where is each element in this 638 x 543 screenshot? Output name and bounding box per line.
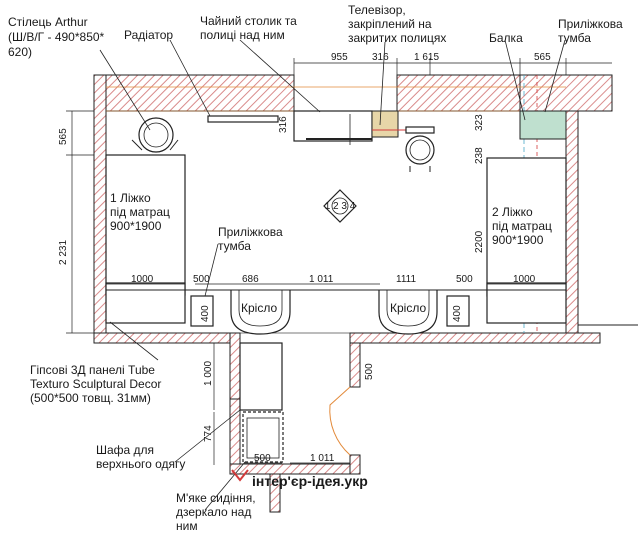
bedside-table-right (446, 295, 470, 327)
wall-bottom-left (93, 332, 241, 344)
compass-numbers: 1 2 3 4 (325, 201, 356, 212)
label-wardrobe-2: верхнього одягу (96, 457, 185, 471)
wall-corridor-inner (229, 398, 241, 472)
dim-500-right: 500 (456, 274, 473, 285)
label-armchair-right: Крісло (390, 301, 426, 315)
label-seat-3: ним (176, 519, 198, 533)
dim-500-left: 500 (193, 274, 210, 285)
chair-arthur-left (131, 117, 179, 153)
bed-2-headboard (486, 282, 567, 324)
label-wardrobe-1: Шафа для (96, 443, 154, 457)
radiator (207, 115, 279, 123)
label-radiator: Радіатор (124, 28, 173, 42)
wall-corridor-right (349, 342, 361, 388)
wall-top-mid (396, 74, 521, 112)
compass-icon: 1 2 3 4 (323, 189, 357, 223)
wall-corridor-left (229, 332, 241, 400)
label-armchair-left: Крісло (241, 301, 277, 315)
leader-lines (99, 39, 566, 511)
label-bed1-1: 1 Ліжко (110, 191, 151, 205)
bed-1 (105, 154, 186, 296)
label-tv-1: Телевізор, (348, 3, 406, 17)
wall-bottom-right (349, 332, 601, 344)
dim-316-v: 316 (278, 116, 289, 133)
dim-bed1-1000: 1000 (131, 274, 154, 285)
wardrobe (239, 342, 283, 411)
dim-bed2-1000: 1000 (513, 274, 536, 285)
label-tea-2: полиці над ним (200, 28, 285, 42)
dim-1000-corr: 1 000 (203, 361, 214, 386)
watermark-text: інтер'єр-ідея.укр (252, 473, 368, 489)
label-chair-2: (Ш/В/Г - 490*850* (8, 30, 105, 44)
bed-1-headboard (105, 282, 186, 324)
dim-955: 955 (331, 52, 348, 63)
label-seat-2: дзеркало над (176, 505, 251, 519)
label-bed1-3: 900*1900 (110, 219, 162, 233)
label-tea-1: Чайний столик та (200, 14, 297, 28)
dim-400-right: 400 (452, 305, 463, 322)
dim-774: 774 (203, 425, 214, 442)
dim-316-top: 316 (372, 52, 389, 63)
label-panels-1: Гіпсові 3Д панелі Tube (30, 363, 155, 377)
bedside-table-right-top (519, 110, 567, 140)
label-chair: Стілець Arthur (8, 15, 88, 29)
dim-400-left: 400 (200, 305, 211, 322)
tv-stand (371, 110, 399, 138)
label-seat-1: М'яке сидіння, (176, 491, 256, 505)
wall-top-right (519, 74, 613, 112)
armchair-right (378, 290, 438, 335)
wall-corridor-stub (349, 454, 361, 475)
wall-top-left (93, 74, 295, 112)
dim-1011-mid: 1 011 (309, 274, 334, 285)
entry-door-swing (329, 386, 351, 456)
watermark: інтер'єр-ідея.укр (231, 469, 368, 489)
dim-565-left: 565 (58, 128, 69, 145)
label-beam: Балка (489, 31, 523, 45)
label-tv-2: закріплений на (348, 17, 432, 31)
armchair-left (230, 290, 291, 335)
label-bedside-center-2: тумба (218, 239, 251, 253)
label-tv-3: закритих полицях (348, 31, 446, 45)
label-bed2-2: під матрац (492, 219, 552, 233)
wall-right (565, 110, 579, 334)
chair-arthur-right (405, 126, 435, 172)
dim-686: 686 (242, 274, 259, 285)
dim-1615: 1 615 (414, 52, 439, 63)
label-panels-2: Texturo Sculptural Decor (30, 377, 161, 391)
dim-238-v: 238 (474, 147, 485, 164)
dim-2200-v: 2200 (474, 230, 485, 253)
tea-table (293, 110, 373, 142)
wall-left (93, 74, 107, 334)
label-bedside-center-1: Приліжкова (218, 225, 283, 239)
label-panels-3: (500*500 товщ. 31мм) (30, 391, 151, 405)
bedside-table-left (190, 295, 214, 327)
label-bed1-2: під матрац (110, 205, 170, 219)
label-bedside-right-2: тумба (558, 31, 591, 45)
label-bed2-3: 900*1900 (492, 233, 544, 247)
dim-500-bottom: 500 (254, 453, 271, 464)
dim-2231: 2 231 (58, 240, 69, 265)
soft-seat (242, 411, 284, 463)
bed-2 (486, 157, 567, 297)
dim-565-top: 565 (534, 52, 551, 63)
label-chair-3: 620) (8, 45, 32, 59)
dim-500-door: 500 (364, 363, 375, 380)
label-bed2-1: 2 Ліжко (492, 205, 533, 219)
label-bedside-right-1: Приліжкова (558, 17, 623, 31)
dim-1011-bottom: 1 011 (310, 453, 335, 464)
dim-323-v: 323 (474, 114, 485, 131)
dim-1111: 1111 (396, 274, 416, 285)
